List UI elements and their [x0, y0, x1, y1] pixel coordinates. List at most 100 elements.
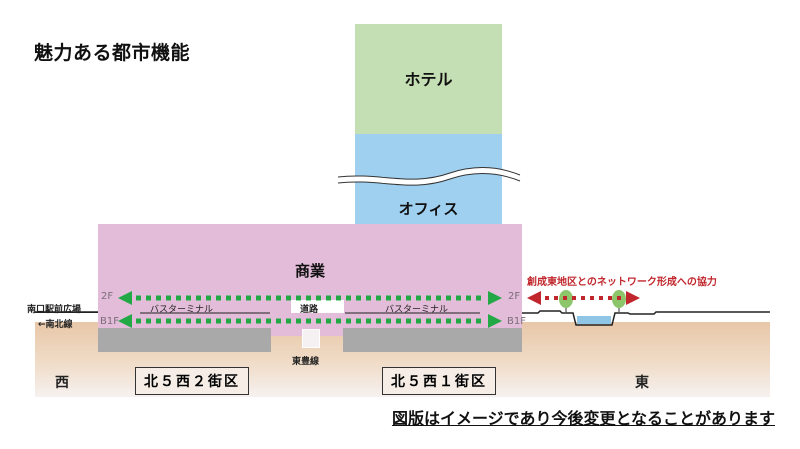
road-label: 道路 — [300, 305, 319, 315]
road-gap — [291, 300, 344, 313]
arrow-dot — [436, 295, 441, 301]
arrow-dot — [326, 295, 331, 301]
arrow-head-left — [118, 314, 132, 328]
hotel-floor — [355, 24, 502, 134]
arrow-dot — [246, 318, 251, 324]
arrow-dot — [146, 295, 151, 301]
arrow-dot — [554, 296, 558, 300]
arrow-dot — [599, 296, 603, 300]
arrow-dot — [166, 318, 171, 324]
arrow-dot — [346, 295, 351, 301]
arrow-dot — [196, 295, 201, 301]
arrow-dot — [266, 295, 271, 301]
arrow-head-right — [626, 291, 640, 305]
arrow-dot — [617, 296, 621, 300]
arrow-dot — [156, 295, 161, 301]
arrow-dot — [256, 318, 261, 324]
arrow-dot — [276, 318, 281, 324]
arrow-dot — [466, 295, 471, 301]
arrow-dot — [226, 295, 231, 301]
arrow-dot — [276, 295, 281, 301]
district-east-block: 北５西１街区 — [382, 367, 496, 395]
arrow-dot — [416, 318, 421, 324]
arrow-dot — [176, 318, 181, 324]
arrow-dot — [590, 296, 594, 300]
arrow-dot — [608, 296, 612, 300]
break-line-icon — [337, 167, 522, 186]
arrow-dot — [581, 296, 585, 300]
arrow-dot — [426, 318, 431, 324]
arrow-dot — [406, 295, 411, 301]
arrow-dot — [356, 295, 361, 301]
arrow-dot — [336, 318, 341, 324]
subway-station-icon — [302, 329, 320, 348]
arrow-dot — [176, 295, 181, 301]
arrow-dot — [436, 318, 441, 324]
arrow-dot — [306, 295, 311, 301]
arrow-dot — [256, 295, 261, 301]
tree-icon — [612, 290, 626, 312]
arrow-dot — [406, 318, 411, 324]
arrow-dot — [476, 318, 481, 324]
arrow-dot — [376, 295, 381, 301]
arrow-head-right — [488, 291, 502, 305]
arrow-head-right — [488, 314, 502, 328]
pedestrian-arrow-2f — [118, 291, 502, 305]
floor-2f-right: 2F — [508, 291, 521, 302]
arrow-dot — [572, 296, 576, 300]
arrow-dot — [286, 295, 291, 301]
arrow-dot — [136, 318, 141, 324]
arrow-dot — [146, 318, 151, 324]
disclaimer-notice: 図版はイメージであり今後変更となることがあります — [391, 409, 775, 428]
arrow-dot — [186, 295, 191, 301]
arrow-dot — [446, 295, 451, 301]
tree-icon — [559, 290, 573, 312]
pedestrian-arrow-b1f — [118, 314, 502, 328]
arrow-dot — [563, 296, 567, 300]
arrow-dot — [366, 295, 371, 301]
district-west-block: 北５西２街区 — [135, 367, 249, 395]
arrow-dot — [216, 295, 221, 301]
arrow-dot — [266, 318, 271, 324]
arrow-dot — [356, 318, 361, 324]
arrow-dot — [306, 318, 311, 324]
network-label: 創成東地区とのネットワーク形成への協力 — [527, 277, 717, 288]
arrow-dot — [296, 318, 301, 324]
underground-left — [98, 328, 271, 352]
floor-b1f-right: B1F — [507, 316, 526, 327]
arrow-dot — [216, 318, 221, 324]
arrow-head-left — [118, 291, 132, 305]
south-plaza-label: 南口駅前広場 — [27, 305, 82, 315]
arrow-dot — [376, 318, 381, 324]
arrow-dot — [416, 295, 421, 301]
arrow-dot — [206, 318, 211, 324]
west-label: 西 — [55, 375, 69, 391]
toho-line-label: 東豊線 — [292, 357, 320, 367]
page-title: 魅力ある都市機能 — [34, 42, 191, 64]
arrow-dot — [166, 295, 171, 301]
hotel-label: ホテル — [404, 70, 453, 89]
arrow-dot — [316, 318, 321, 324]
arrow-dot — [336, 295, 341, 301]
commerce-label: 商業 — [294, 262, 325, 280]
arrow-dot — [396, 295, 401, 301]
arrow-dot — [386, 318, 391, 324]
arrow-dot — [206, 295, 211, 301]
arrow-dot — [156, 318, 161, 324]
arrow-dot — [545, 296, 549, 300]
east-label: 東 — [635, 375, 649, 391]
arrow-dot — [386, 295, 391, 301]
divider — [35, 312, 98, 313]
arrow-dot — [326, 318, 331, 324]
network-arrow — [527, 291, 640, 305]
arrow-dot — [196, 318, 201, 324]
floor-b1f-left: B1F — [100, 316, 119, 327]
floor-2f-left: 2F — [101, 291, 114, 302]
arrow-dot — [346, 318, 351, 324]
underground-right — [343, 328, 522, 352]
arrow-dot — [316, 295, 321, 301]
arrow-head-left — [527, 291, 541, 305]
arrow-dot — [236, 295, 241, 301]
water-channel — [577, 316, 611, 324]
